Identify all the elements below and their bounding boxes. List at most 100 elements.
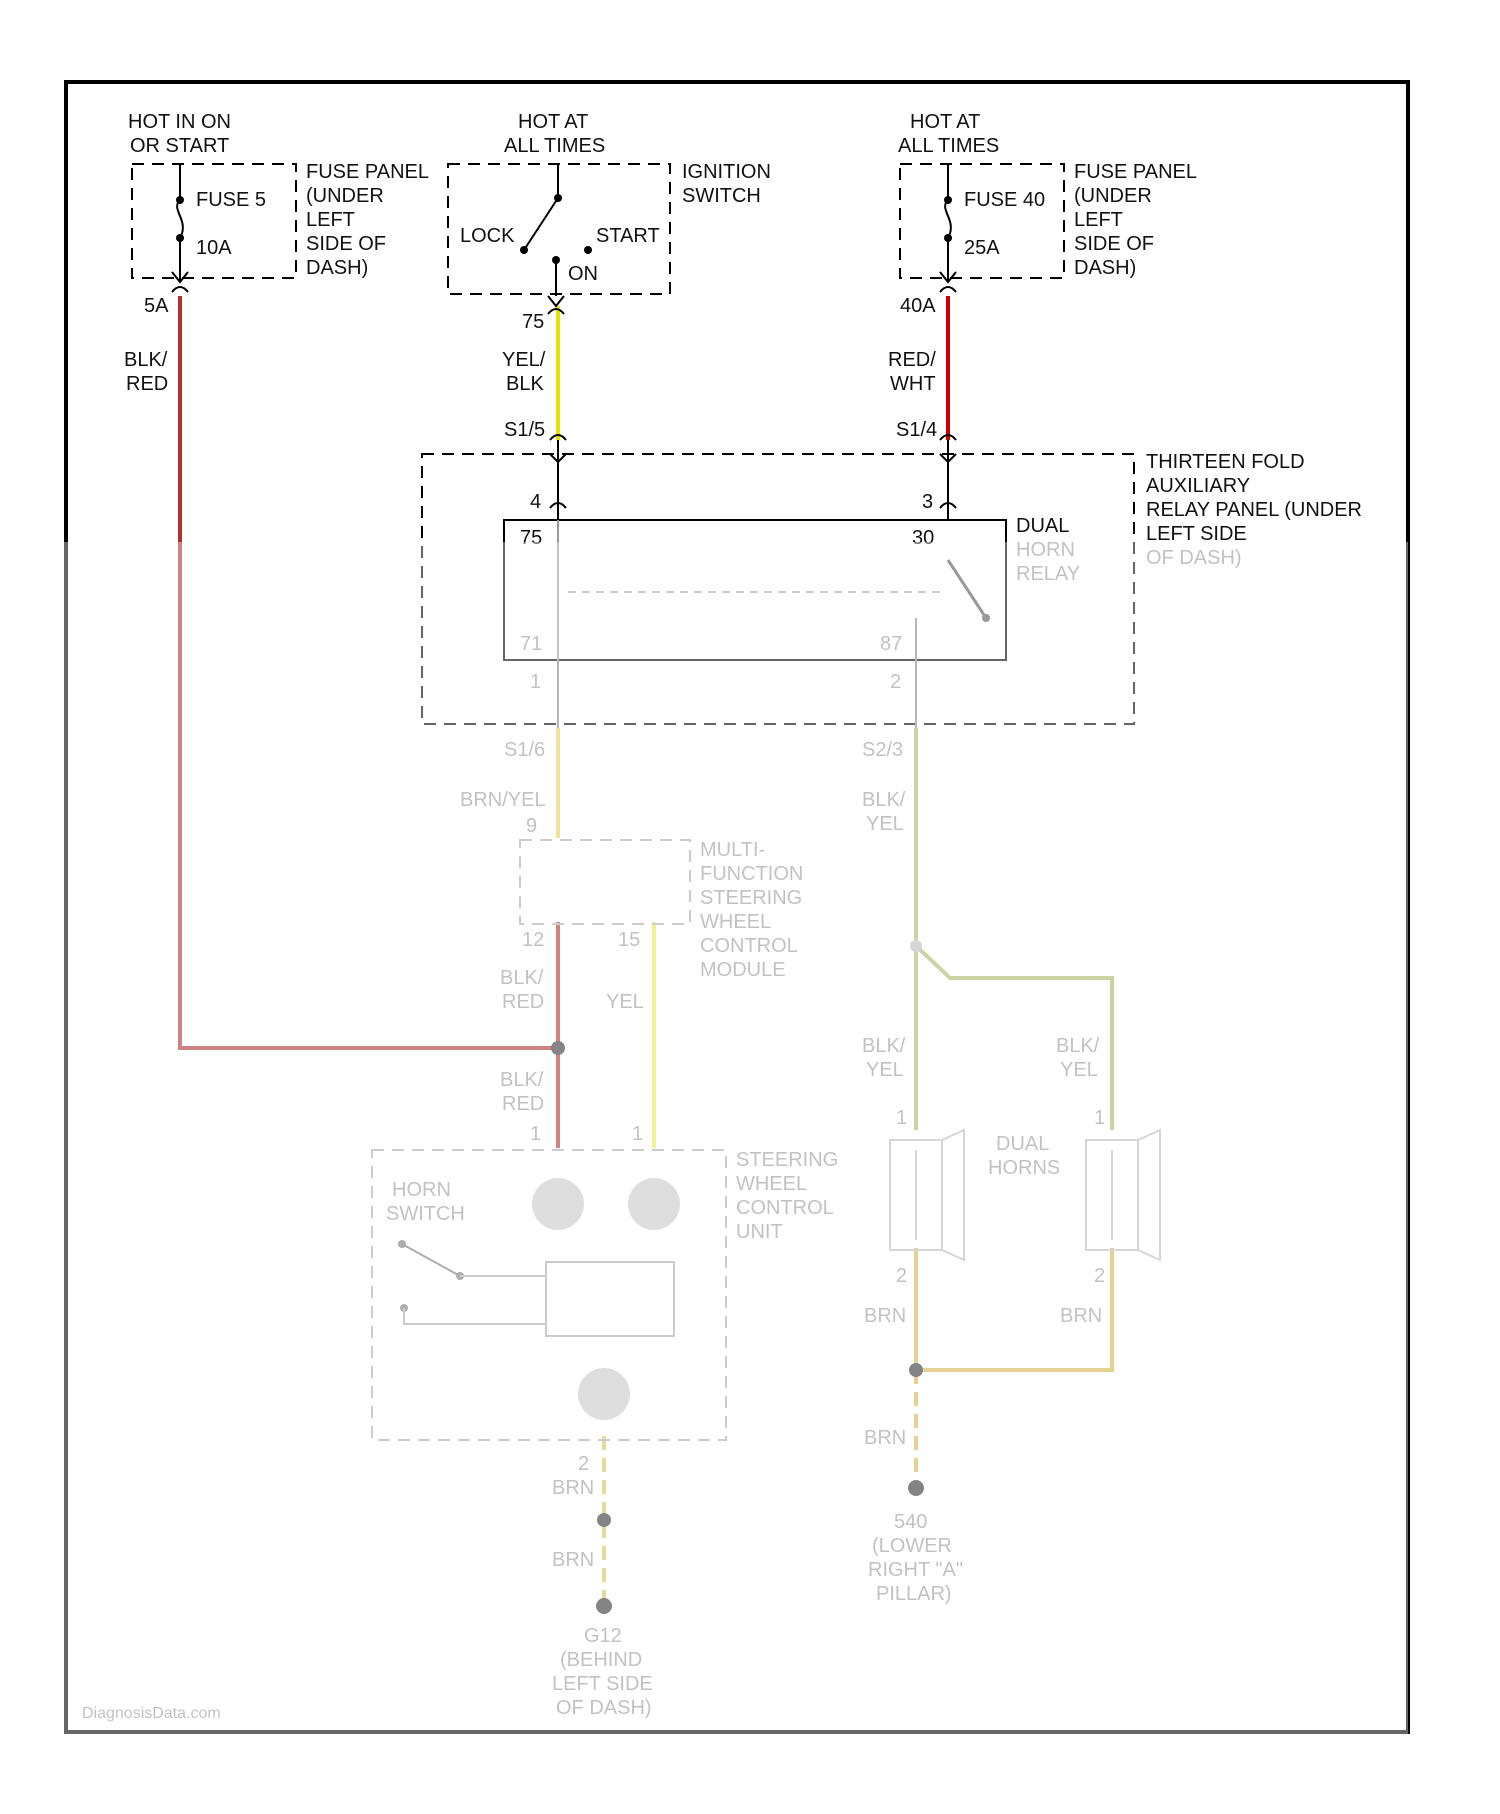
fuse5-panel-line2: (UNDER [306,185,384,207]
steering-wire-in-line2: RED [502,1093,544,1115]
horns-ground-line3: RIGHT "A" [868,1559,963,1581]
watermark: DiagnosisData.com [82,1705,221,1722]
horns-right-pin-out: 2 [1094,1265,1105,1287]
horn-right [1086,1130,1160,1260]
fuse5-hot-line2: OR START [130,135,229,157]
ignition-hot-line2: ALL TIMES [504,135,605,157]
horns-label-line1: DUAL [996,1133,1049,1155]
relay-panel-label-line2: AUXILIARY [1146,475,1250,497]
module-wire-right: YEL [606,991,644,1013]
ignition-contact-arm [524,198,558,250]
horns-ground-line4: PILLAR) [876,1583,952,1605]
multi-function-module-box [520,840,690,924]
fuse5-panel-line5: DASH) [306,257,368,279]
steering-label-line3: CONTROL [736,1197,834,1219]
ignition-lock: LOCK [460,225,515,247]
fuse5-panel-line4: SIDE OF [306,233,386,255]
ignition-lock-dot [520,246,528,254]
horns-wire-left-line1: BLK/ [862,1035,906,1057]
steering-pin-out: 2 [578,1453,589,1475]
fuse40-hot-line2: ALL TIMES [898,135,999,157]
horns-wire-main-line1: BLK/ [862,789,906,811]
relay-label-line3: RELAY [1016,563,1080,585]
ignition-label-line1: IGNITION [682,161,771,183]
relay-panel-label-line1: THIRTEEN FOLD [1146,451,1305,473]
ignition-wire-line1: YEL/ [502,349,546,371]
relay-out-pin-right: 87 [880,633,902,655]
horn-switch-lead-bottom [404,1308,546,1324]
relay-out-pin-left: 71 [520,633,542,655]
horn-switch-line1: HORN [392,1179,451,1201]
fuse40-panel-line3: LEFT [1074,209,1123,231]
steering-pin-left: 1 [530,1123,541,1145]
steering-ground-line2: (BEHIND [560,1649,642,1671]
horns-left-pin-out: 2 [896,1265,907,1287]
horns-brn-splice [909,1363,923,1377]
steering-ground-splice [597,1513,611,1527]
steering-label-line4: UNIT [736,1221,783,1243]
ignition-label-line2: SWITCH [682,185,761,207]
steering-ground-line3: LEFT SIDE [552,1673,653,1695]
module-label-line3: STEERING [700,887,802,909]
steering-ground-point [596,1598,612,1614]
fuse5-panel-box [132,164,296,278]
relay-pin-left: 75 [520,527,542,549]
relay-conn-left: S1/6 [504,739,545,761]
horns-wire-left-line2: YEL [866,1059,904,1081]
steering-ground-line4: OF DASH) [556,1697,652,1719]
horns-ground-line1: 540 [894,1511,927,1533]
fuse40-connector-id: S1/4 [896,419,937,441]
fuse40-panel-line5: DASH) [1074,257,1136,279]
steering-connector-bottom [578,1368,630,1420]
horns-ground-line2: (LOWER [872,1535,952,1557]
relay-conn-right: S2/3 [862,739,903,761]
relay-pin-right: 30 [912,527,934,549]
relay-panel-label-line5: OF DASH) [1146,547,1242,569]
horn-left [890,1130,964,1260]
fuse5-symbol [177,200,183,238]
fuse40-symbol [945,200,951,238]
steering-wire-out2: BRN [552,1549,594,1571]
ignition-hot-line1: HOT AT [518,111,588,133]
module-pin-out-left: 12 [522,929,544,951]
fuse5-panel-line3: LEFT [306,209,355,231]
fuse40-panel-line2: (UNDER [1074,185,1152,207]
horns-left-pin-in: 1 [896,1107,907,1129]
ignition-start-dot [584,246,592,254]
horn-switch-line2: SWITCH [386,1203,465,1225]
horn-switch-dot-top [398,1240,406,1248]
relay-panel-pin-right: 3 [922,491,933,513]
fuse5-pin: 5A [144,295,169,317]
fuse40-panel-line1: FUSE PANEL [1074,161,1197,183]
fuse40-rating: 25A [964,237,1000,259]
fuse40-dot-top [944,196,952,204]
module-label-line1: MULTI- [700,839,765,861]
relay-panel-pin-left: 4 [530,491,541,513]
module-pin-in: 9 [526,815,537,837]
module-wire-in: BRN/YEL [460,789,546,811]
fuse5-name: FUSE 5 [196,189,266,211]
steering-label-line1: STEERING [736,1149,838,1171]
relay-contact-dot [982,614,990,622]
splice-blk-red [551,1041,565,1055]
fuse40-wire-line2: WHT [890,373,936,395]
horns-wire-brn-right: BRN [1060,1305,1102,1327]
fuse5-dot-top [176,196,184,204]
horns-wire-brn-ground: BRN [864,1427,906,1449]
fuse40-panel-line4: SIDE OF [1074,233,1154,255]
module-label-line6: MODULE [700,959,786,981]
module-label-line4: WHEEL [700,911,771,933]
steering-wire-in-line1: BLK/ [500,1069,544,1091]
module-pin-out-right: 15 [618,929,640,951]
steering-connector-left [532,1178,584,1230]
steering-ground-line1: G12 [584,1625,622,1647]
relay-label-line1: DUAL [1016,515,1069,537]
fuse40-name: FUSE 40 [964,189,1045,211]
steering-wire-out1: BRN [552,1477,594,1499]
horns-splice [910,940,922,952]
steering-label-line2: WHEEL [736,1173,807,1195]
horns-wire-main-line2: YEL [866,813,904,835]
steering-connector-right [628,1178,680,1230]
module-wire-left-line2: RED [502,991,544,1013]
